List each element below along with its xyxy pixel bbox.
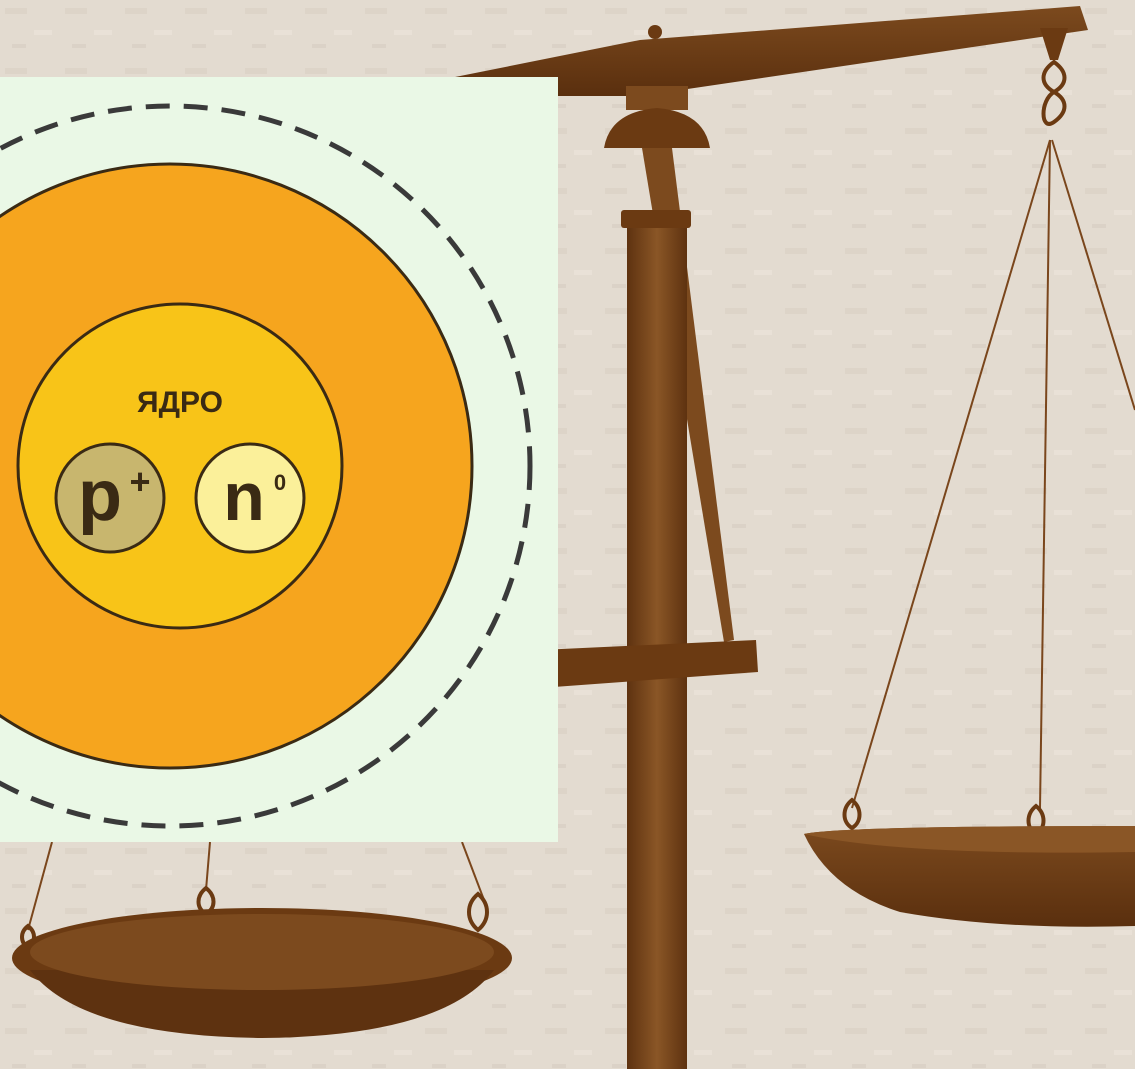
left-pan-inner <box>30 914 494 990</box>
right-pan-hook-left <box>842 797 862 831</box>
right-pan-rim <box>804 826 1135 853</box>
proton: p + <box>54 442 166 554</box>
balance-scale-icon <box>12 6 1135 1069</box>
scale-pivot-knob <box>648 25 662 39</box>
left-pan-strings <box>27 841 485 931</box>
neutron: n 0 <box>194 442 306 554</box>
scale-crossbar <box>540 640 758 688</box>
right-pan-strings <box>851 139 1135 809</box>
proton-charge: + <box>129 461 150 502</box>
pivot-collar <box>626 86 688 110</box>
atom-model-icon: ЯДРО p + n 0 <box>0 77 558 842</box>
electron-orbit <box>0 103 533 829</box>
column-collar <box>621 210 691 228</box>
nucleus-label: ЯДРО <box>137 386 223 419</box>
scale-beam <box>430 6 1088 96</box>
neutron-charge: 0 <box>274 470 286 495</box>
neutron-symbol: n <box>223 459 265 535</box>
left-pan-bowl <box>30 970 494 1038</box>
right-hook-chain <box>1041 59 1067 126</box>
right-beam-hanger <box>1040 28 1068 60</box>
neutron-circle <box>194 442 306 554</box>
pivot-bell <box>604 108 710 148</box>
proton-circle <box>54 442 166 554</box>
left-pan-hook-right <box>467 891 489 933</box>
proton-symbol: p <box>78 456 122 536</box>
